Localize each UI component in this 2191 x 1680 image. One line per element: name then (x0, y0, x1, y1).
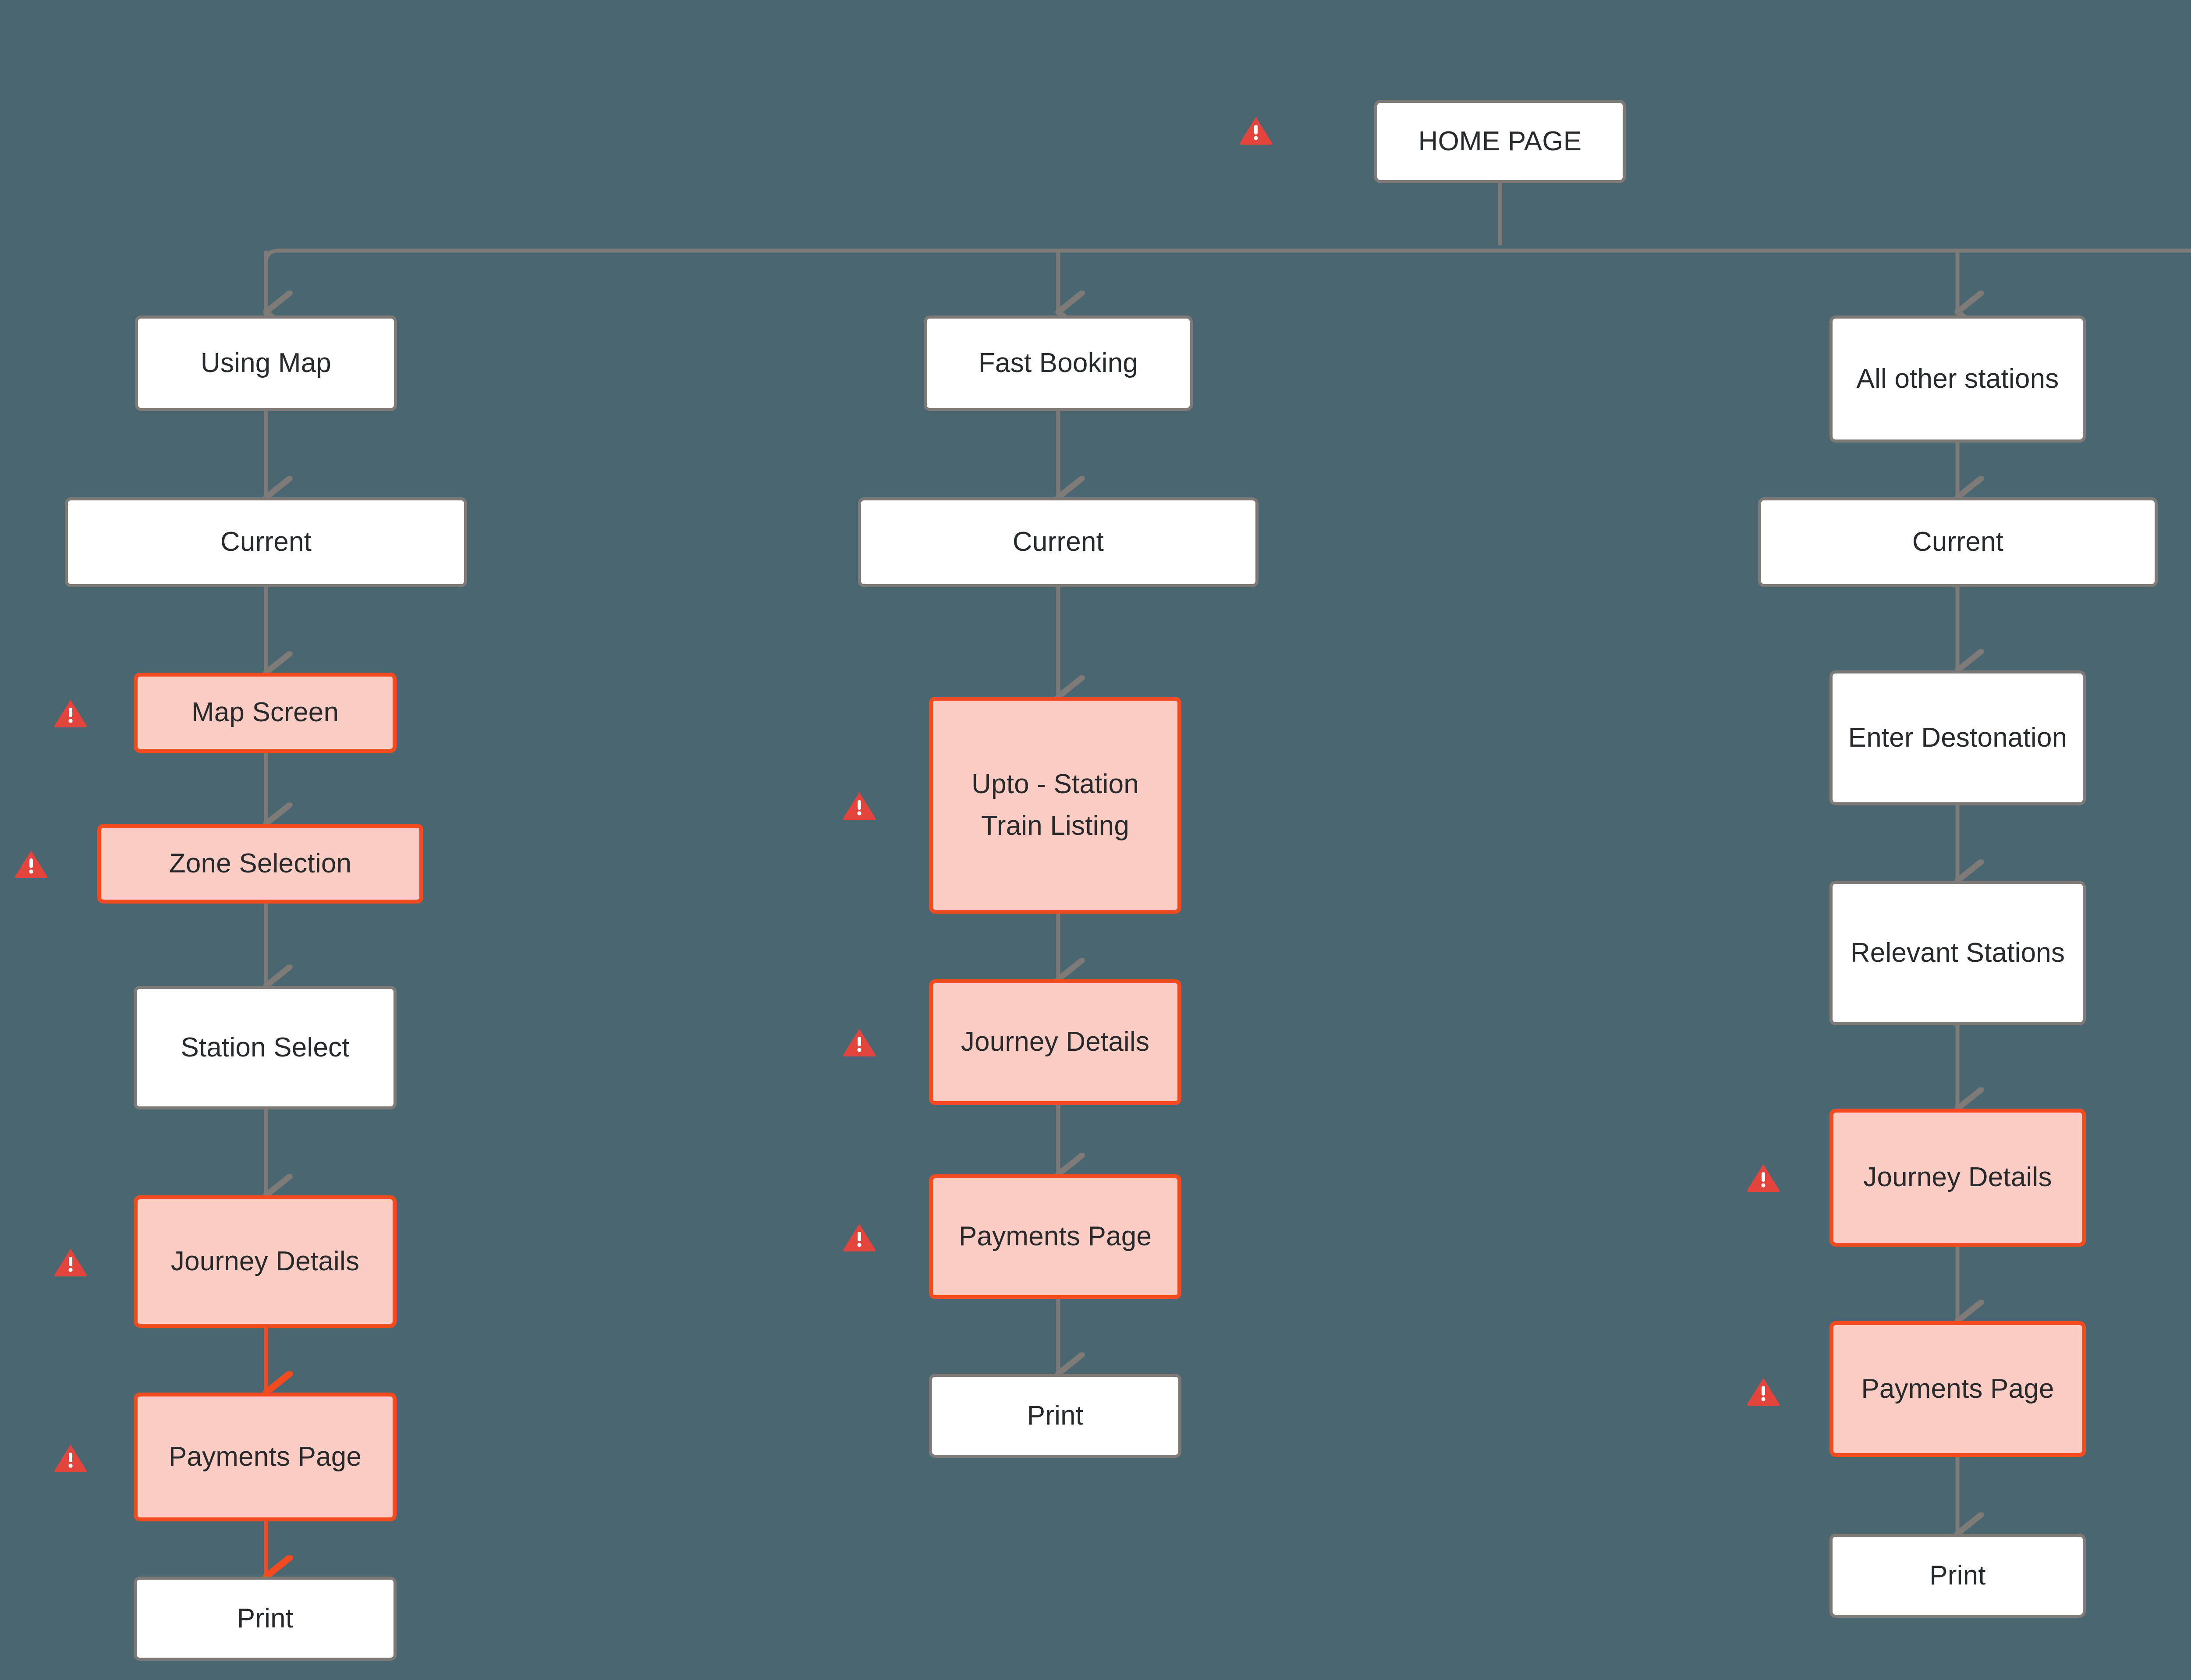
node-label: Print (1929, 1560, 1986, 1591)
warning-icon (1747, 1378, 1780, 1406)
node-label: Journey Details (170, 1246, 360, 1276)
node-label: Payments Page (168, 1441, 362, 1472)
node-label: Upto - Station Train Listing (971, 769, 1139, 841)
node-label: Enter Destonation (1848, 722, 2067, 753)
node-label: HOME PAGE (1418, 126, 1582, 156)
node-zone-selection[interactable]: Zone Selection (97, 824, 423, 904)
warning-icon (54, 1249, 87, 1276)
warning-icon (15, 851, 47, 878)
node-label: Print (1027, 1400, 1084, 1431)
node-print-fast[interactable]: Print (929, 1374, 1181, 1458)
warning-icon (843, 792, 876, 820)
node-upto-station-train-listing[interactable]: Upto - Station Train Listing (929, 697, 1181, 914)
node-label: Journey Details (961, 1027, 1150, 1057)
warning-icon (843, 1224, 876, 1251)
warning-icon (1240, 117, 1272, 145)
node-fast-booking-current[interactable]: Current (858, 497, 1259, 587)
node-label: Payments Page (1861, 1373, 2054, 1404)
node-label: Relevant Stations (1850, 937, 2065, 968)
node-journey-details-map[interactable]: Journey Details (134, 1195, 397, 1328)
node-using-map-current[interactable]: Current (65, 497, 467, 587)
warning-icon (843, 1029, 876, 1056)
node-label: Station Select (181, 1032, 350, 1063)
node-label: Current (1012, 527, 1104, 557)
node-payments-page-map[interactable]: Payments Page (134, 1393, 397, 1521)
node-label: Payments Page (958, 1221, 1152, 1252)
node-payments-page-fast[interactable]: Payments Page (929, 1174, 1181, 1299)
node-label: Using Map (200, 347, 332, 378)
warning-icon (54, 1445, 87, 1472)
node-label: Map Screen (191, 697, 339, 728)
node-label: Print (237, 1603, 294, 1634)
warning-icon (54, 700, 87, 727)
node-payments-page-all[interactable]: Payments Page (1829, 1321, 2086, 1457)
node-all-other-current[interactable]: Current (1758, 497, 2158, 587)
node-relevant-stations[interactable]: Relevant Stations (1829, 881, 2086, 1025)
node-journey-details-fast[interactable]: Journey Details (929, 979, 1181, 1105)
node-home-page[interactable]: HOME PAGE (1374, 100, 1626, 183)
node-label: Journey Details (1863, 1162, 2052, 1193)
node-label: Current (1912, 527, 2004, 557)
node-print-all[interactable]: Print (1829, 1534, 2086, 1618)
node-all-other-stations[interactable]: All other stations (1829, 315, 2086, 443)
node-enter-destonation-all[interactable]: Enter Destonation (1829, 670, 2086, 805)
node-label: Zone Selection (169, 848, 352, 879)
node-label: Fast Booking (978, 347, 1138, 378)
warning-icon (1747, 1164, 1780, 1192)
node-station-select[interactable]: Station Select (134, 986, 397, 1109)
node-label: All other stations (1856, 363, 2059, 394)
node-journey-details-all[interactable]: Journey Details (1829, 1109, 2086, 1247)
node-map-screen[interactable]: Map Screen (134, 673, 397, 753)
node-using-map[interactable]: Using Map (135, 315, 397, 411)
node-print-map[interactable]: Print (134, 1577, 397, 1661)
node-fast-booking[interactable]: Fast Booking (924, 315, 1193, 411)
node-label: Current (220, 527, 312, 557)
